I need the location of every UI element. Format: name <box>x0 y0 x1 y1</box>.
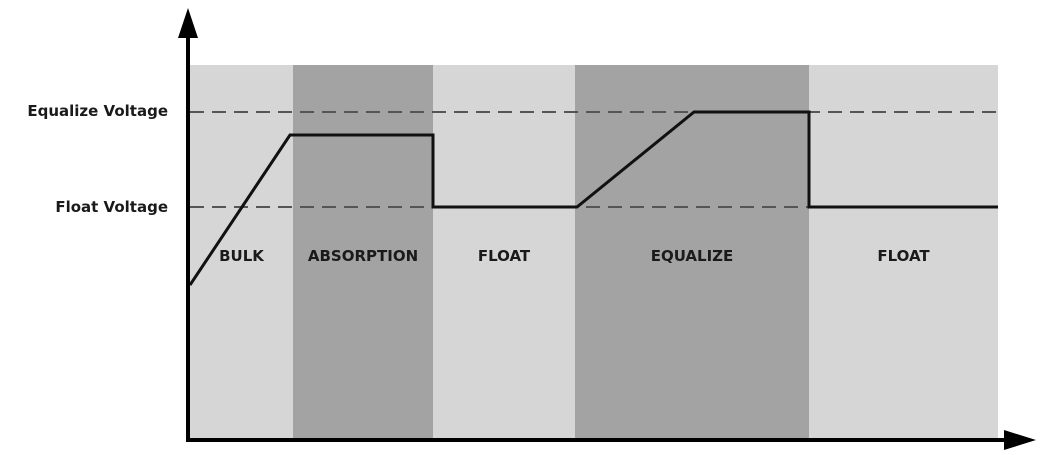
stage-band-absorption <box>293 65 433 441</box>
y-axis-arrow <box>178 8 198 38</box>
stage-label-equalize: EQUALIZE <box>650 247 734 265</box>
voltage-curve <box>188 110 998 286</box>
stage-band-equalize <box>575 65 809 441</box>
stage-label-absorption: ABSORPTION <box>307 247 419 265</box>
stage-band-float <box>433 65 575 441</box>
x-axis-arrow <box>1004 430 1036 450</box>
stage-label-float-final: FLOAT <box>877 247 930 265</box>
stage-band-float-final <box>809 65 998 441</box>
equalize-voltage-label: Equalize Voltage <box>27 102 168 120</box>
stage-label-bulk: BULK <box>219 247 264 265</box>
stage-label-float: FLOAT <box>477 247 531 265</box>
stage-band-bulk <box>190 65 293 441</box>
float-voltage-label: Float Voltage <box>55 198 168 216</box>
